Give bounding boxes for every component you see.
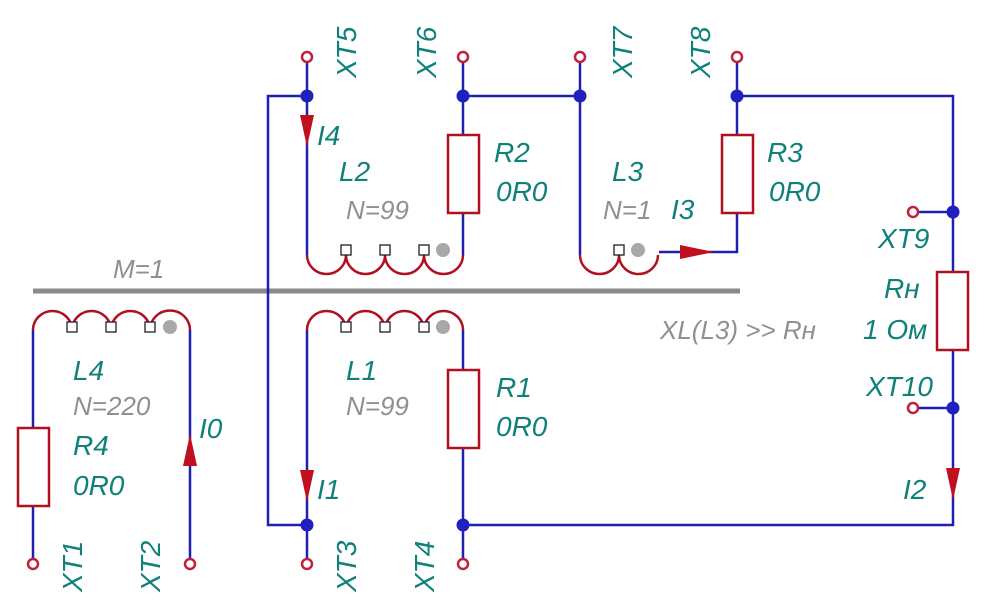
label-l3-turns: N=1 (603, 195, 651, 225)
label-rn-value: 1 Ом (863, 314, 927, 345)
label-l1-turns: N=99 (346, 391, 409, 421)
terminal-xt10[interactable] (906, 401, 920, 415)
label-r3: R3 (767, 137, 803, 168)
junction-nodes (300, 89, 960, 532)
terminal-xt8[interactable] (730, 50, 744, 64)
terminal-xt9[interactable] (906, 205, 920, 219)
arrow-i0 (183, 434, 197, 466)
label-xt4: XT4 (409, 541, 440, 593)
label-r3-value: 0R0 (769, 176, 821, 207)
label-xt1: XT1 (57, 541, 88, 593)
resistor-r1 (446, 368, 481, 450)
label-xt2: XT2 (135, 540, 166, 593)
label-r1-value: 0R0 (496, 411, 548, 442)
arrow-i4 (300, 115, 314, 147)
label-xt7: XT7 (607, 25, 638, 79)
label-xt6: XT6 (411, 26, 442, 79)
label-l3: L3 (612, 156, 644, 187)
terminal-xt7[interactable] (573, 50, 587, 64)
relation-label: XL(L3) >> Rн (659, 315, 816, 345)
label-i3: I3 (671, 194, 695, 225)
arrow-i3 (680, 245, 714, 259)
resistor-r4 (16, 426, 51, 508)
label-r1: R1 (496, 372, 532, 403)
label-i4: I4 (317, 120, 340, 151)
coil-l3 (578, 254, 660, 276)
label-r4: R4 (73, 430, 109, 461)
label-i0: I0 (199, 413, 223, 444)
label-r4-value: 0R0 (73, 470, 125, 501)
label-rn: Rн (884, 273, 920, 304)
core-label: M=1 (113, 254, 164, 284)
label-r2: R2 (494, 137, 530, 168)
label-xt5: XT5 (331, 26, 362, 79)
label-l4: L4 (73, 355, 104, 386)
terminal-xt5[interactable] (300, 50, 314, 64)
label-r2-value: 0R0 (496, 176, 548, 207)
label-l2: L2 (339, 156, 371, 187)
resistor-r2 (446, 133, 481, 215)
resistor-rn (935, 270, 970, 352)
terminal-xt3[interactable] (300, 557, 314, 571)
label-xt3: XT3 (331, 540, 362, 593)
label-l4-turns: N=220 (73, 391, 151, 421)
label-i2: I2 (903, 474, 927, 505)
label-xt9: XT9 (877, 223, 929, 254)
label-l1: L1 (346, 355, 377, 386)
label-xt10: XT10 (865, 371, 933, 402)
coil-l2 (305, 254, 465, 276)
terminal-xt6[interactable] (456, 50, 470, 64)
winding-markers (66, 243, 645, 334)
label-i1: I1 (317, 474, 340, 505)
label-l2-turns: N=99 (346, 195, 409, 225)
terminal-xt1[interactable] (26, 557, 40, 571)
terminal-xt2[interactable] (183, 557, 197, 571)
label-xt8: XT8 (685, 26, 716, 79)
resistor-r3 (720, 133, 755, 215)
terminal-xt4[interactable] (456, 557, 470, 571)
arrow-i1 (300, 470, 314, 502)
arrow-i2 (946, 468, 960, 500)
